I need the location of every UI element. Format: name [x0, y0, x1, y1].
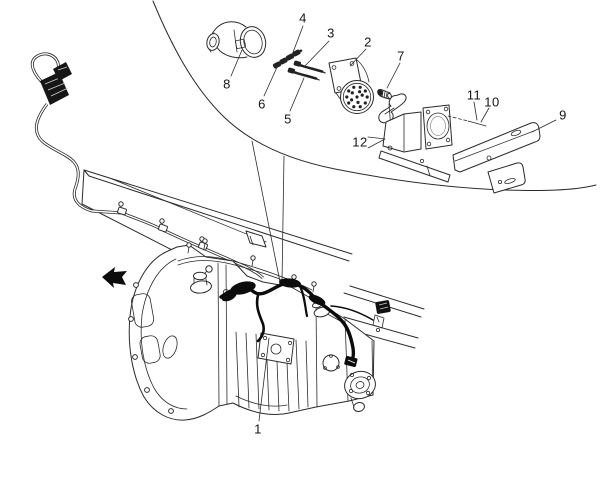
transmission [129, 239, 379, 420]
cable-clip [158, 219, 168, 232]
bracket-plate [423, 105, 452, 149]
left-harness-connector [32, 54, 72, 105]
balloon-arc [153, 1, 596, 190]
boot-grommet [205, 22, 269, 60]
top-studs [187, 239, 316, 292]
leader-lines [231, 26, 556, 421]
mounting-bracket [379, 105, 540, 193]
fixing-screw [377, 88, 392, 99]
cable-clip [117, 202, 126, 215]
pointer-lines [252, 141, 284, 282]
wiring-harness [220, 278, 373, 367]
rail-connector [373, 300, 391, 332]
round-connector [329, 58, 374, 114]
direction-arrow [102, 267, 127, 288]
contact-pins [287, 60, 325, 80]
